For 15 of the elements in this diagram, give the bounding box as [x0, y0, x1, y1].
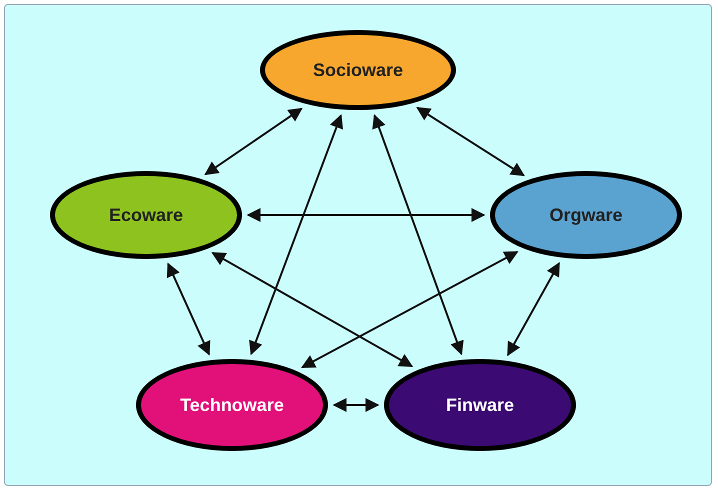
double-arrow [507, 262, 560, 356]
node-label: Orgware [549, 204, 623, 227]
node-label: Socioware [312, 58, 404, 82]
double-arrow [166, 262, 210, 356]
double-arrow [246, 208, 486, 222]
node-label: Technoware [180, 394, 284, 416]
double-arrow [249, 114, 344, 356]
double-arrow [416, 106, 525, 176]
double-arrow [301, 251, 518, 368]
double-arrow [204, 108, 303, 176]
node-label: Finware [446, 394, 514, 416]
double-arrow [372, 114, 464, 356]
double-arrow [332, 398, 380, 412]
double-arrow [211, 252, 414, 368]
node-label: Ecoware [108, 204, 184, 226]
